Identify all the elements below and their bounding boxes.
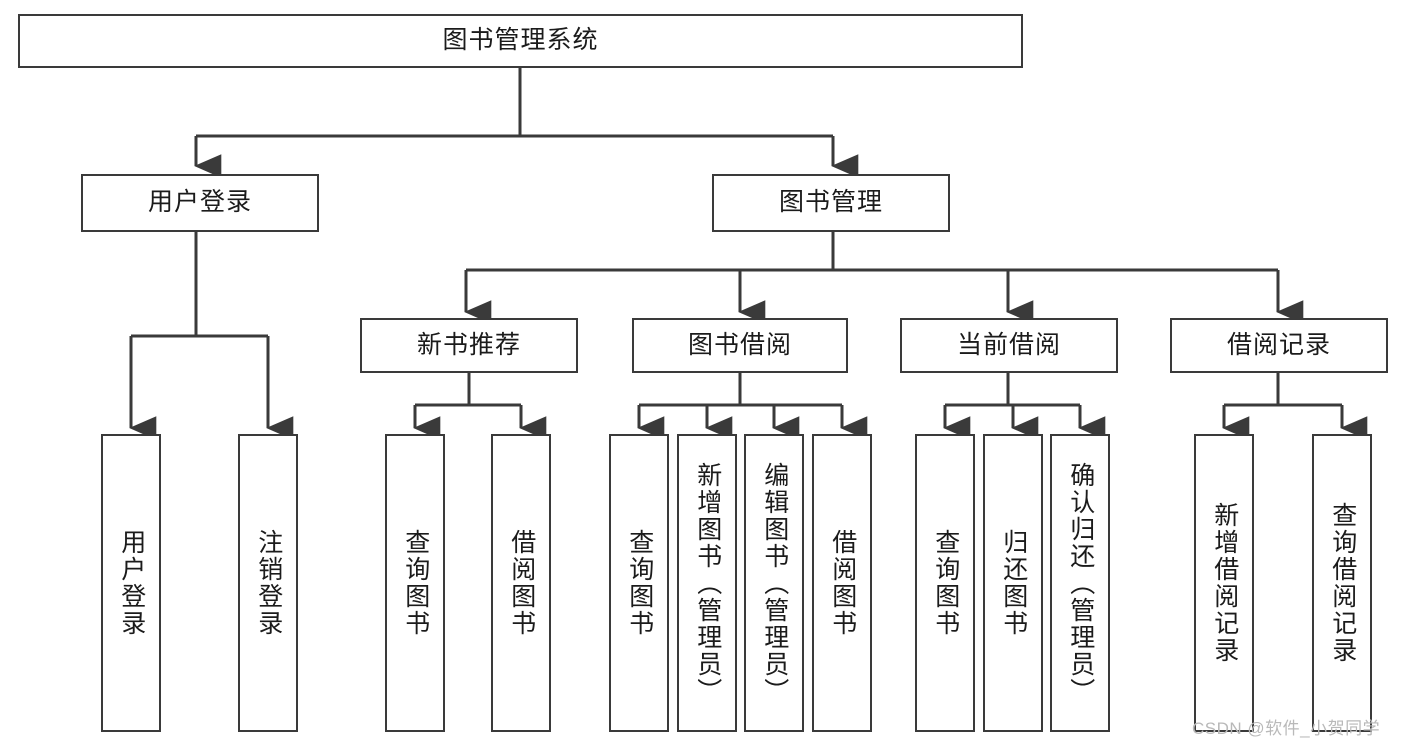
node-leaf-label: 查询借阅记录 <box>1328 502 1357 664</box>
node-leaf-new-book-2[interactable]: 借阅图书 <box>491 434 551 732</box>
node-borrow-record[interactable]: 借阅记录 <box>1170 318 1388 373</box>
node-user-login-label: 用户登录 <box>147 188 252 217</box>
node-leaf-current-borrow-1[interactable]: 查询图书 <box>915 434 975 732</box>
node-leaf-book-borrow-2[interactable]: 新增图书（管理员） <box>677 434 737 732</box>
node-leaf-label: 借阅图书 <box>507 529 536 637</box>
node-leaf-label: 编辑图书（管理员） <box>760 461 789 705</box>
node-leaf-label: 用户登录 <box>117 529 146 637</box>
node-book-borrow[interactable]: 图书借阅 <box>632 318 848 373</box>
node-book-manage[interactable]: 图书管理 <box>712 174 950 232</box>
node-new-book-recommend[interactable]: 新书推荐 <box>360 318 578 373</box>
node-leaf-user-login-1[interactable]: 用户登录 <box>101 434 161 732</box>
node-leaf-book-borrow-4[interactable]: 借阅图书 <box>812 434 872 732</box>
node-leaf-label: 新增图书（管理员） <box>693 461 722 705</box>
node-root-label: 图书管理系统 <box>442 26 599 55</box>
node-borrow-record-label: 借阅记录 <box>1226 330 1331 359</box>
node-leaf-book-borrow-1[interactable]: 查询图书 <box>609 434 669 732</box>
watermark: CSDN @软件_小贺同学 <box>1192 719 1381 738</box>
node-leaf-current-borrow-2[interactable]: 归还图书 <box>983 434 1043 732</box>
node-root[interactable]: 图书管理系统 <box>18 14 1023 68</box>
node-current-borrow-label: 当前借阅 <box>956 330 1061 359</box>
node-leaf-book-borrow-3[interactable]: 编辑图书（管理员） <box>744 434 804 732</box>
node-leaf-label: 查询图书 <box>931 529 960 637</box>
node-leaf-label: 归还图书 <box>999 529 1028 637</box>
node-user-login[interactable]: 用户登录 <box>81 174 319 232</box>
node-book-manage-label: 图书管理 <box>778 188 883 217</box>
node-leaf-current-borrow-3[interactable]: 确认归还（管理员） <box>1050 434 1110 732</box>
node-current-borrow[interactable]: 当前借阅 <box>900 318 1118 373</box>
node-leaf-label: 注销登录 <box>254 529 283 637</box>
node-leaf-label: 查询图书 <box>625 529 654 637</box>
node-leaf-label: 借阅图书 <box>828 529 857 637</box>
node-leaf-label: 查询图书 <box>401 529 430 637</box>
node-leaf-label: 新增借阅记录 <box>1210 502 1239 664</box>
node-leaf-user-login-2[interactable]: 注销登录 <box>238 434 298 732</box>
node-new-book-recommend-label: 新书推荐 <box>416 330 521 359</box>
node-leaf-borrow-record-1[interactable]: 新增借阅记录 <box>1194 434 1254 732</box>
node-leaf-borrow-record-2[interactable]: 查询借阅记录 <box>1312 434 1372 732</box>
node-book-borrow-label: 图书借阅 <box>687 330 792 359</box>
node-leaf-label: 确认归还（管理员） <box>1066 461 1095 705</box>
node-leaf-new-book-1[interactable]: 查询图书 <box>385 434 445 732</box>
